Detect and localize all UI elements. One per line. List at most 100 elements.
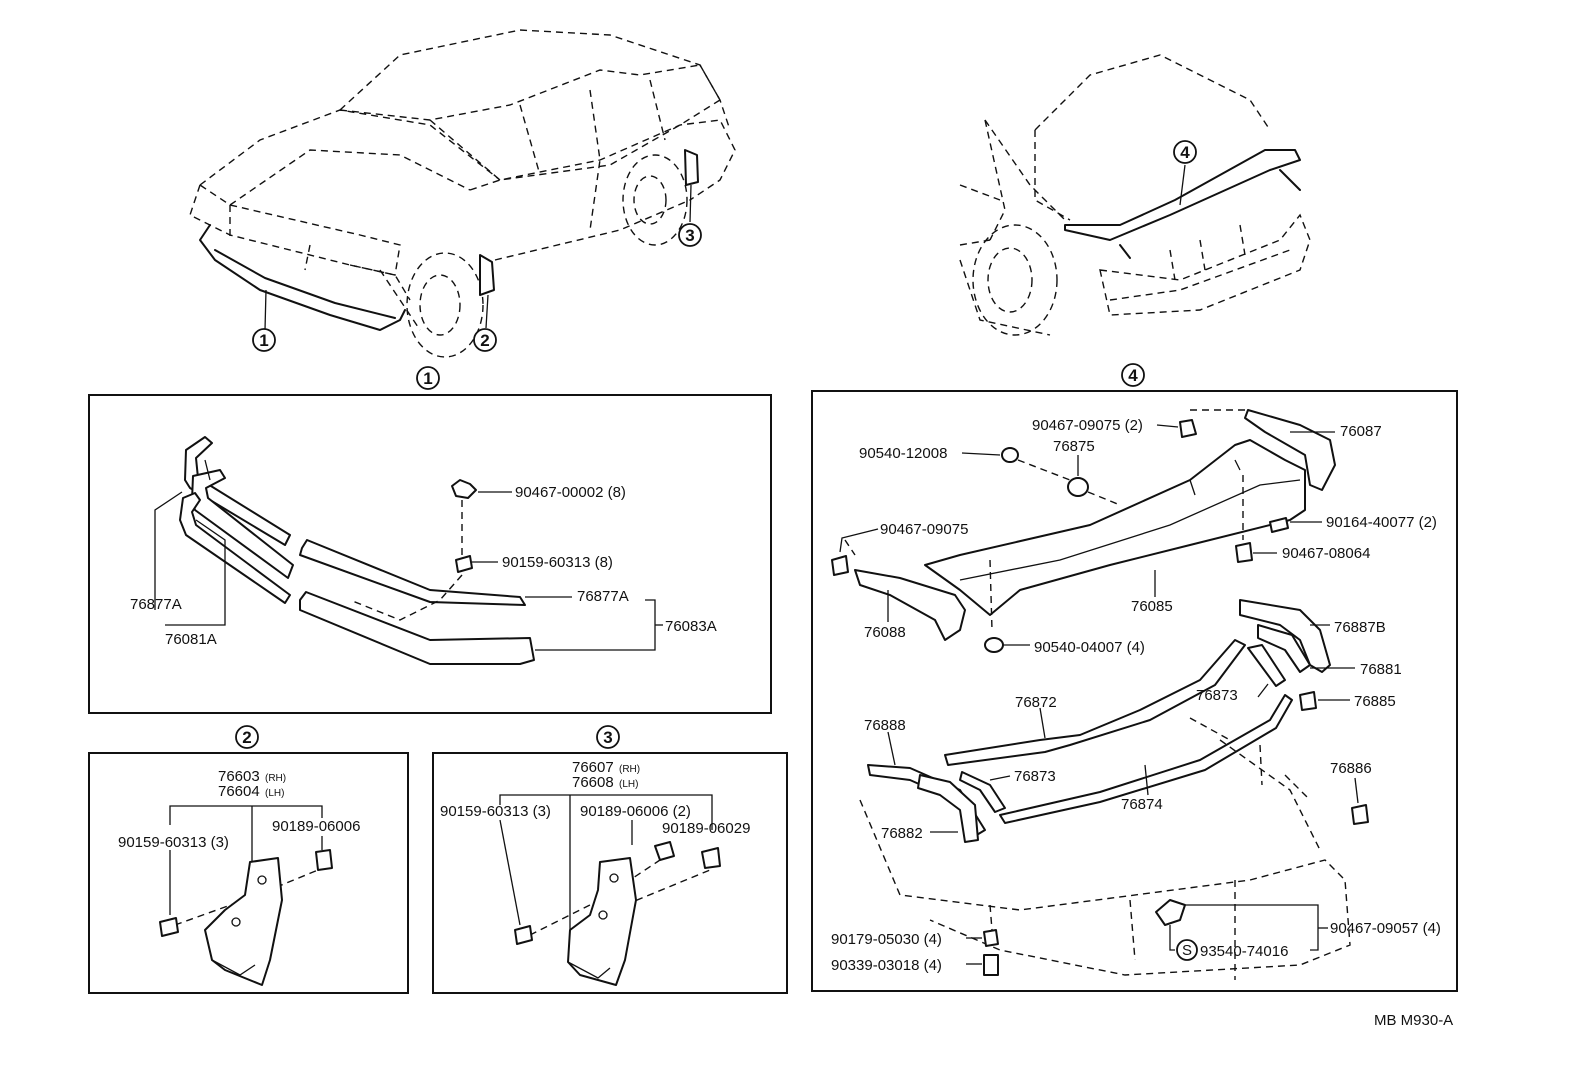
panel-3-frame — [432, 752, 788, 994]
label-76875: 76875 — [1053, 438, 1095, 455]
label-76604: 76604 — [218, 783, 260, 800]
clip-90467-00002-icon — [451, 479, 477, 499]
end-cap-76088-icon — [854, 569, 966, 641]
label-76873-b: 76873 — [1014, 768, 1056, 785]
callout-4-rear: 4 — [1173, 140, 1197, 164]
bolt-90164-40077-icon — [1269, 517, 1289, 533]
label-90159-60313: 90159-60313 (8) — [502, 554, 613, 571]
panel-1-leaders — [154, 491, 663, 651]
label-76874: 76874 — [1121, 796, 1163, 813]
mudflap-76607-icon — [567, 857, 637, 986]
molding-76873a-icon — [1247, 644, 1286, 687]
panel-1-fasteners — [349, 479, 477, 621]
label-90540-04007: 90540-04007 (4) — [1034, 639, 1145, 656]
screw-90159-icon — [159, 917, 179, 937]
label-90189-06029: 90189-06029 — [662, 820, 750, 837]
label-90179-05030: 90179-05030 (4) — [831, 931, 942, 948]
molding-76873b-icon — [959, 771, 1006, 813]
label-93540-prefix: S — [1182, 942, 1192, 959]
label-76603-sub: (RH) — [265, 773, 286, 784]
panel-2-header: 2 — [235, 725, 259, 749]
clip-90467-08064-icon — [1235, 542, 1253, 563]
screw-90159-p3-icon — [514, 925, 533, 945]
molding-76881-icon — [1257, 624, 1311, 673]
label-76087: 76087 — [1340, 423, 1382, 440]
panel-4-frame — [811, 390, 1458, 992]
panel-4-header: 4 — [1121, 363, 1145, 387]
nut-90179-05030-icon — [983, 929, 999, 947]
panel-1-number: 1 — [423, 369, 432, 388]
label-90467-09075-b: 90467-09075 — [880, 521, 968, 538]
label-76885: 76885 — [1354, 693, 1396, 710]
s-marker-icon: S — [1176, 939, 1198, 961]
label-76603: 76603 — [218, 768, 260, 785]
callout-2-front: 2 — [473, 328, 497, 352]
bolt-90189-icon — [315, 849, 333, 871]
molding-76874-icon — [999, 694, 1293, 824]
panel-1-header: 1 — [416, 366, 440, 390]
label-90189-06006-p2: 90189-06006 — [272, 818, 360, 835]
label-76607-sub: (RH) — [619, 764, 640, 775]
callout-3-front: 3 — [678, 223, 702, 247]
label-90467-09075-a: 90467-09075 (2) — [1032, 417, 1143, 434]
panel-4-number: 4 — [1128, 366, 1138, 385]
grommet-90540-04007-icon — [984, 637, 1004, 653]
front-car-overview — [189, 29, 736, 358]
label-90467-09057: 90467-09057 (4) — [1330, 920, 1441, 937]
label-90159-60313-p2: 90159-60313 (3) — [118, 834, 229, 851]
label-76607: 76607 — [572, 759, 614, 776]
grommet-90540-12008-icon — [1001, 447, 1019, 463]
label-76872: 76872 — [1015, 694, 1057, 711]
panel-1-moldings — [179, 436, 535, 665]
label-90467-08064: 90467-08064 — [1282, 545, 1370, 562]
panel-1-frame — [88, 394, 772, 714]
clip-76885-icon — [1299, 691, 1317, 711]
screw-90159-60313-icon — [455, 555, 473, 573]
label-90189-06006-p3: 90189-06006 (2) — [580, 803, 691, 820]
label-76604-sub: (LH) — [265, 788, 284, 799]
label-76081A: 76081A — [165, 631, 217, 648]
label-90164-40077: 90164-40077 (2) — [1326, 514, 1437, 531]
molding-76872-icon — [944, 639, 1246, 766]
label-76088: 76088 — [864, 624, 906, 641]
panel-2-leaders — [169, 805, 323, 926]
callout-4-label: 4 — [1180, 143, 1190, 162]
label-76608: 76608 — [572, 774, 614, 791]
callout-3-label: 3 — [685, 226, 694, 245]
panel-4-leaders — [839, 424, 1359, 965]
bolt-90189-06006-icon — [654, 841, 675, 861]
panel-2-frame — [88, 752, 409, 994]
label-90467-00002: 90467-00002 (8) — [515, 484, 626, 501]
clip-76886-icon — [1351, 804, 1369, 825]
label-76608-sub: (LH) — [619, 779, 638, 790]
label-90540-12008: 90540-12008 — [859, 445, 947, 462]
callout-1-front: 1 — [252, 328, 276, 352]
bolt-90189-06029-icon — [701, 847, 721, 869]
label-76886: 76886 — [1330, 760, 1372, 777]
emblem-clip-icon — [1155, 899, 1186, 926]
label-76085: 76085 — [1131, 598, 1173, 615]
plug-90339-03018-icon — [983, 954, 999, 976]
callout-1-label: 1 — [259, 331, 268, 350]
label-90339-03018: 90339-03018 (4) — [831, 957, 942, 974]
label-76877A-left: 76877A — [130, 596, 182, 613]
label-90159-60313-p3: 90159-60313 (3) — [440, 803, 551, 820]
label-76873-a: 76873 — [1196, 687, 1238, 704]
mudflap-76603-icon — [204, 857, 283, 986]
label-76888: 76888 — [864, 717, 906, 734]
label-76887B: 76887B — [1334, 619, 1386, 636]
label-76881: 76881 — [1360, 661, 1402, 678]
clip-90467-09075-b-icon — [831, 555, 849, 576]
label-76882: 76882 — [881, 825, 923, 842]
diagram-code: MB M930-A — [1374, 1012, 1453, 1029]
label-76083A: 76083A — [665, 618, 717, 635]
label-93540-74016: 93540-74016 — [1200, 943, 1288, 960]
panel-3-header: 3 — [596, 725, 620, 749]
panel-3-number: 3 — [603, 728, 612, 747]
cushion-76875-icon — [1067, 477, 1089, 497]
rear-car-overview — [959, 54, 1311, 336]
molding-76882-icon — [917, 774, 979, 843]
callout-2-label: 2 — [480, 331, 489, 350]
clip-90467-09075-a-icon — [1179, 419, 1197, 438]
